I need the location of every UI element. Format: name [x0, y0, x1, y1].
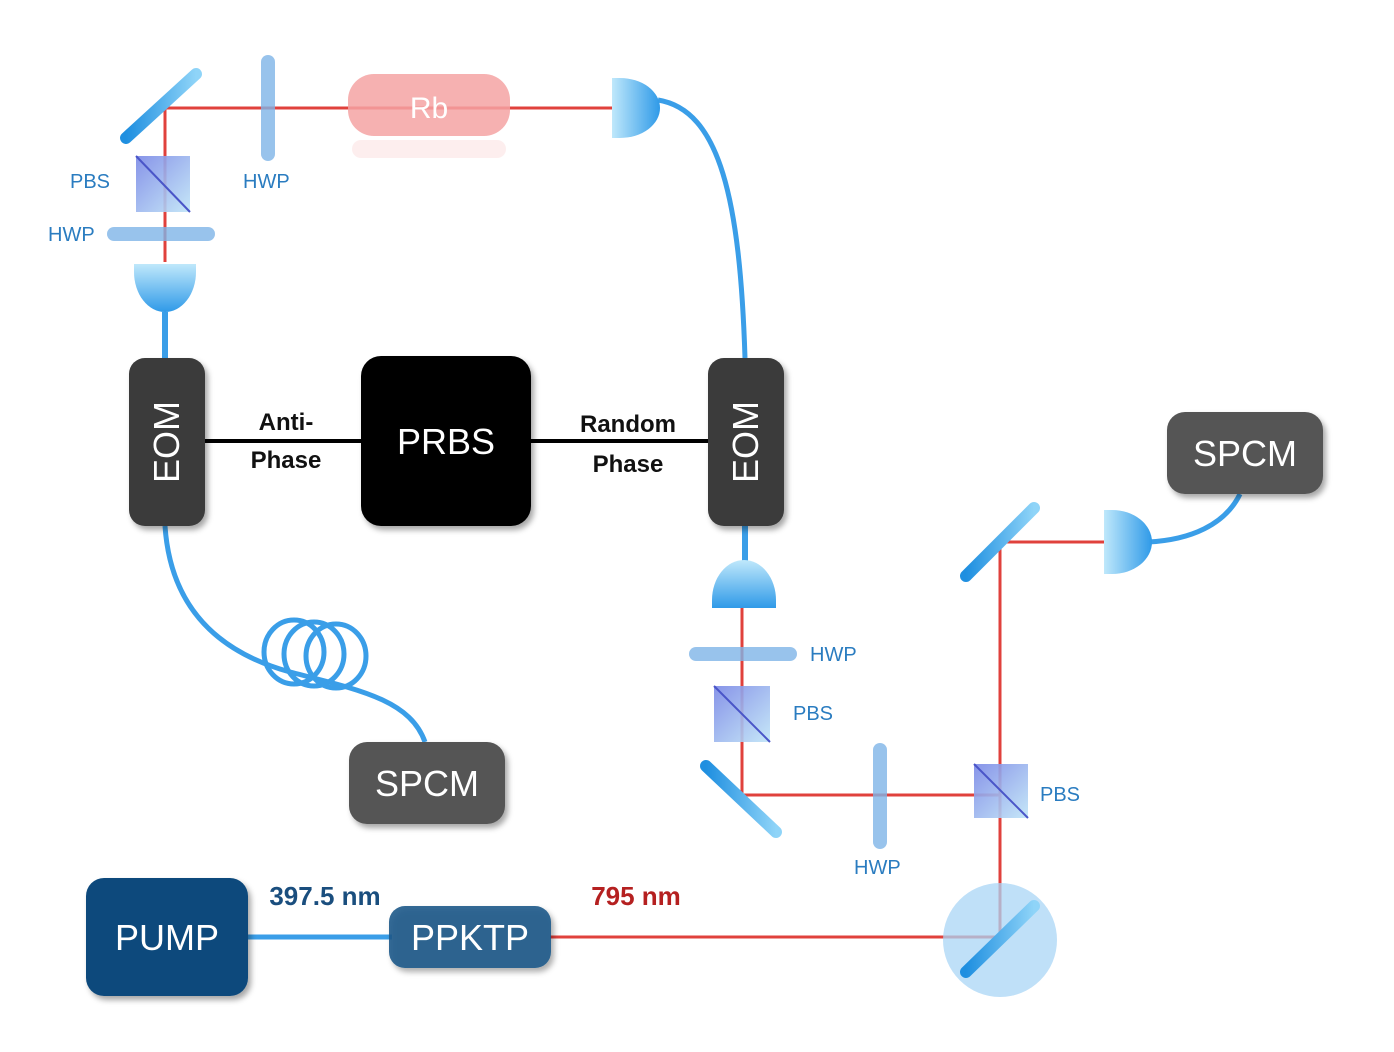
- coupler-right-spcm: [1104, 510, 1152, 574]
- rb-cell: Rb: [348, 74, 510, 158]
- mirrors: [120, 68, 1057, 997]
- beam-dichroic-to-top-mirror: [998, 540, 1105, 937]
- pump-label: PUMP: [115, 917, 219, 958]
- eom-left-label: EOM: [146, 401, 187, 483]
- mirror-bottom: [700, 760, 782, 838]
- pbs-right-label: PBS: [793, 703, 833, 725]
- fiber-coil-to-spcm: [289, 669, 428, 743]
- coupler-rb: [612, 78, 660, 138]
- pbs-right: [713, 685, 771, 743]
- mirror-right-top: [960, 502, 1040, 582]
- hwp-top-left-label: HWP: [48, 224, 95, 246]
- wavelength-signal-label: 795 nm: [591, 881, 681, 911]
- pbs-bottom: [973, 763, 1029, 819]
- eom-right: EOM: [708, 358, 784, 526]
- ppktp-crystal: PPKTP: [389, 906, 551, 968]
- mirror-top-left: [120, 68, 202, 144]
- spcm-right-label: SPCM: [1193, 433, 1297, 474]
- fiber-rb-detector-to-eom: [657, 97, 748, 359]
- prbs-label: PRBS: [397, 421, 495, 462]
- instrument-boxes: EOM EOM PRBS SPCM SPCM PUMP PPKTP: [86, 356, 1323, 996]
- coupler-top-left: [134, 264, 196, 312]
- ppktp-label: PPKTP: [411, 917, 529, 958]
- spcm-bottom-label: SPCM: [375, 763, 479, 804]
- anti-phase-label-line2: Phase: [251, 447, 322, 474]
- pbs-bottom-label: PBS: [1040, 784, 1080, 806]
- anti-phase-label-line1: Anti-: [259, 409, 314, 436]
- hwp-right-label: HWP: [810, 644, 857, 666]
- pump-box: PUMP: [86, 878, 248, 996]
- hwp-top-right-label: HWP: [243, 171, 290, 193]
- optic-labels: PBS HWP HWP HWP PBS HWP PBS: [48, 171, 1080, 879]
- dichroic-mirror: [960, 900, 1040, 978]
- beams: [163, 106, 1105, 939]
- eom-left: EOM: [129, 358, 205, 526]
- fiber-couplers: [134, 78, 1152, 608]
- beam-splitters: [135, 155, 1029, 819]
- prbs-box: PRBS: [361, 356, 531, 526]
- fiber-coil-icon: [261, 617, 369, 691]
- spcm-right: SPCM: [1167, 412, 1323, 494]
- spcm-bottom: SPCM: [349, 742, 505, 824]
- fibers: [162, 97, 1243, 940]
- fiber-eom-to-coil: [162, 525, 291, 675]
- random-phase-label-line2: Phase: [593, 451, 664, 478]
- eom-right-label: EOM: [725, 401, 766, 483]
- fiber-detector-to-spcm-right: [1147, 492, 1243, 545]
- half-wave-plates: [107, 55, 887, 849]
- coupler-bottom-right-eom: [712, 560, 776, 608]
- rb-label: Rb: [410, 92, 448, 125]
- beam-pbs-to-bottom-mirror: [740, 604, 1000, 797]
- hwp-bottom-label: HWP: [854, 857, 901, 879]
- pbs-top: [135, 155, 191, 213]
- random-phase-label-line1: Random: [580, 411, 676, 438]
- wavelength-pump-label: 397.5 nm: [269, 881, 380, 911]
- signal-labels: Anti- Phase Random Phase: [251, 409, 676, 478]
- pbs-top-label: PBS: [70, 171, 110, 193]
- wavelength-labels: 397.5 nm 795 nm: [269, 881, 680, 911]
